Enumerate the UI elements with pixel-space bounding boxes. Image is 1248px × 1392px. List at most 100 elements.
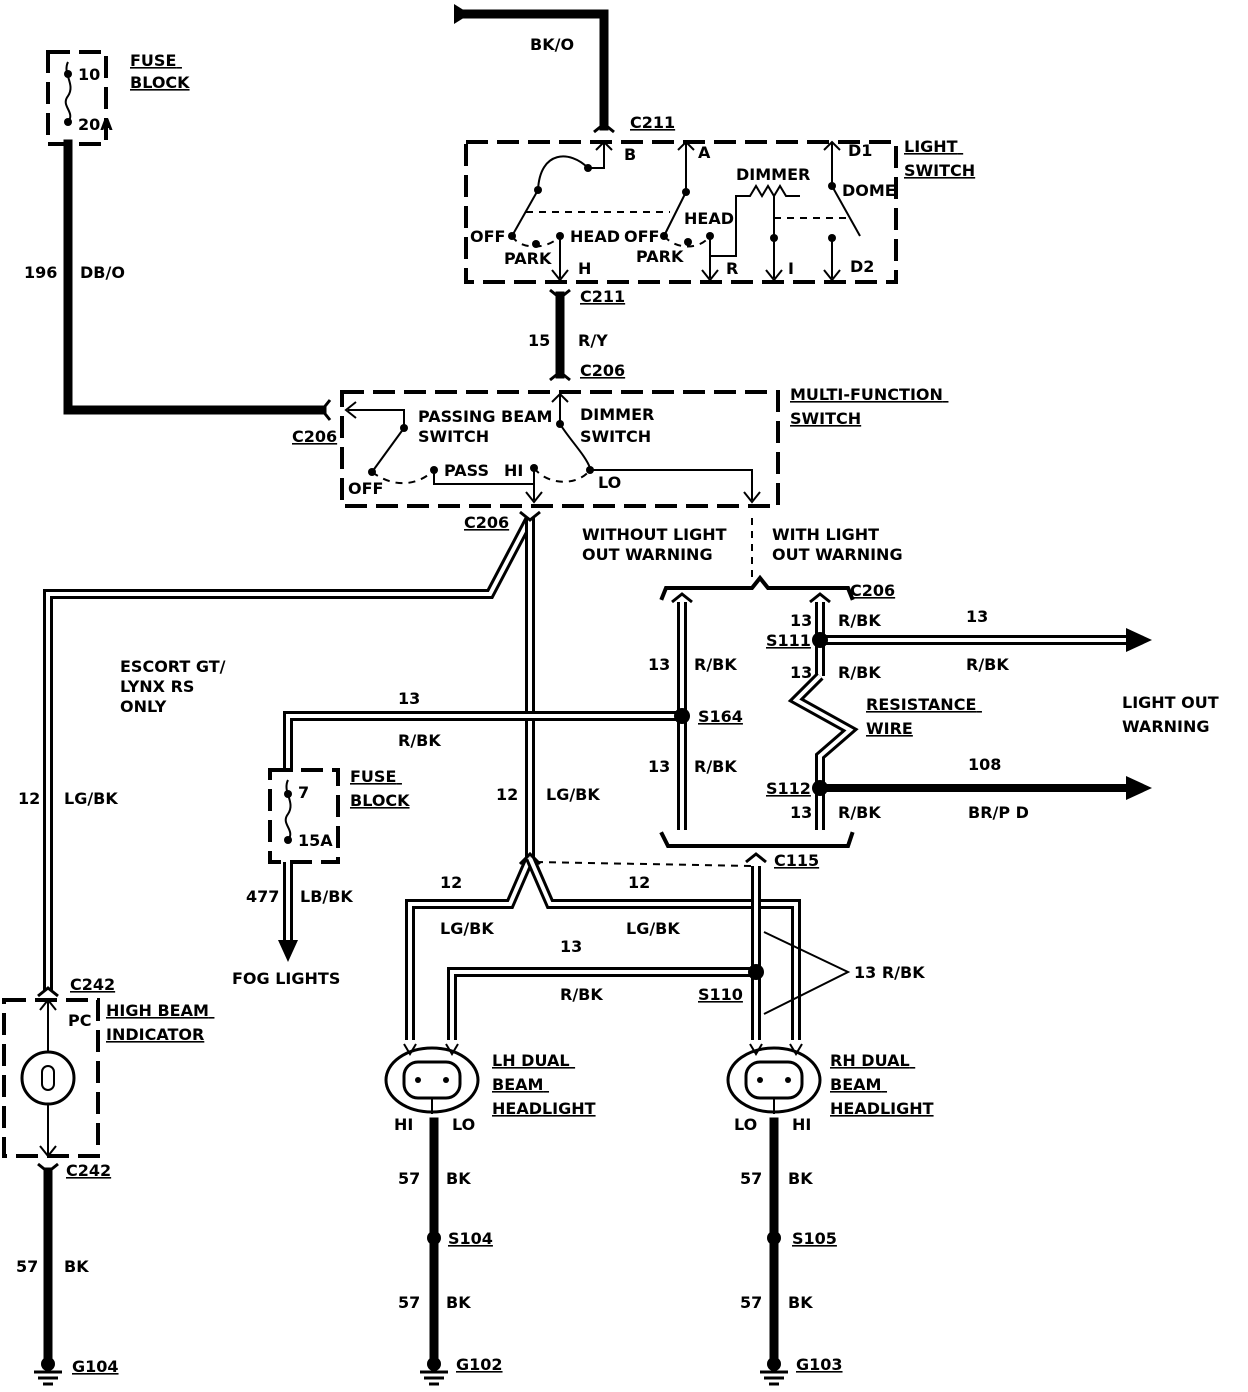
- wire-477-lb-bk: [278, 862, 298, 962]
- lh-hi: HI: [394, 1115, 413, 1134]
- rh-12: 12: [628, 873, 650, 892]
- lh-lgbk: LG/BK: [440, 919, 494, 938]
- bracket-bottom: [659, 831, 855, 848]
- ls-dome: DOME: [842, 181, 896, 200]
- connector-c211-top: C211: [630, 113, 675, 132]
- wire-196-db-o: [63, 139, 327, 415]
- connector-c206-left: C206: [292, 427, 337, 446]
- light-switch: [464, 140, 898, 284]
- g104: G104: [72, 1357, 119, 1376]
- s112-rbk: R/BK: [838, 803, 881, 822]
- fuse2-number: 7: [298, 783, 309, 802]
- note-with: WITH LIGHT OUT WARNING: [772, 525, 903, 564]
- hb-lgbk: LG/BK: [64, 789, 118, 808]
- multi-function-switch: [340, 390, 780, 508]
- g102: G102: [456, 1355, 503, 1374]
- w1-13: 13: [648, 655, 670, 674]
- fog-rbk: R/BK: [398, 731, 441, 750]
- mfs-dimmer: DIMMER SWITCH: [580, 405, 660, 446]
- ls-pos-head1: HEAD: [570, 227, 620, 246]
- connector-c206-top: C206: [580, 361, 625, 380]
- lo-13-label: 13: [560, 937, 582, 956]
- note-fog-lights: FOG LIGHTS: [232, 969, 340, 988]
- g2-57a: 57: [398, 1169, 420, 1188]
- bracket-top: [659, 574, 855, 601]
- callout-13-rbk: [763, 931, 851, 1015]
- g3-bkb: BK: [788, 1293, 813, 1312]
- light-switch-label: LIGHT SWITCH: [904, 137, 975, 180]
- ls-term-a: A: [698, 143, 711, 162]
- connector-c211-bottom: C211: [580, 287, 625, 306]
- rh-label: RH DUAL BEAM HEADLIGHT: [830, 1051, 934, 1118]
- g3-bka: BK: [788, 1169, 813, 1188]
- wire-13-r-bk: [283, 602, 1152, 1040]
- high-beam-indicator: [2, 998, 100, 1158]
- note-escort: ESCORT GT/ LYNX RS ONLY: [120, 657, 231, 716]
- lh-lo: LO: [452, 1115, 475, 1134]
- ls-pos-off2: OFF: [624, 227, 659, 246]
- ls-term-d1: D1: [848, 141, 872, 160]
- wire-196-circuit: 196: [24, 263, 57, 282]
- s111-rbk-top: R/BK: [838, 611, 881, 630]
- ls-dimmer: DIMMER: [736, 165, 810, 184]
- fuse1-label: FUSE BLOCK: [130, 51, 190, 92]
- connector-c206-right: C206: [850, 581, 895, 600]
- splice-s164: S164: [698, 707, 743, 726]
- connector-c206-bottom: C206: [464, 513, 509, 532]
- ls-term-h: H: [578, 259, 591, 278]
- g2-bka: BK: [446, 1169, 471, 1188]
- ls-pos-park1: PARK: [504, 249, 552, 268]
- splice-s105: S105: [792, 1229, 837, 1248]
- ls-term-i: I: [788, 259, 794, 278]
- lh-headlight: [384, 1043, 480, 1114]
- connector-c242-top: C242: [70, 975, 115, 994]
- connector-symbols: [37, 122, 831, 1174]
- dashed-link-2: [535, 861, 753, 867]
- rh-headlight: [726, 1043, 822, 1114]
- hb-12: 12: [18, 789, 40, 808]
- s111-13-bot: 13: [790, 663, 812, 682]
- ground-symbols: [34, 1357, 788, 1386]
- hbi-label: HIGH BEAM INDICATOR: [106, 1001, 214, 1044]
- splice-s111: S111: [766, 631, 811, 650]
- s111-13-top: 13: [790, 611, 812, 630]
- g3-57b: 57: [740, 1293, 762, 1312]
- lo-13: 13: [966, 607, 988, 626]
- wire-12-lg-bk: [43, 515, 801, 1040]
- splice-s104: S104: [448, 1229, 493, 1248]
- main-lgbk: LG/BK: [546, 785, 600, 804]
- lh-label: LH DUAL BEAM HEADLIGHT: [492, 1051, 596, 1118]
- ls-pos-head2: HEAD: [684, 209, 734, 228]
- ls-term-d2: D2: [850, 257, 874, 276]
- mfs-off: OFF: [348, 479, 383, 498]
- g2-bkb: BK: [446, 1293, 471, 1312]
- note-light-out: LIGHT OUT WARNING: [1122, 693, 1224, 736]
- lo-rbk: R/BK: [966, 655, 1009, 674]
- g103: G103: [796, 1355, 843, 1374]
- fuse-block-1: [46, 50, 108, 146]
- callout-13-rbk-label: 13 R/BK: [854, 963, 925, 982]
- hbi-pc: PC: [68, 1011, 91, 1030]
- wire-108-circuit: 108: [968, 755, 1001, 774]
- g2-57b: 57: [398, 1293, 420, 1312]
- resistance-wire-label: RESISTANCE WIRE: [866, 695, 982, 738]
- mfs-label: MULTI-FUNCTION SWITCH: [790, 385, 948, 428]
- ls-pos-park2: PARK: [636, 247, 684, 266]
- g3-57a: 57: [740, 1169, 762, 1188]
- ls-pos-off1: OFF: [470, 227, 505, 246]
- wire-15-color: R/Y: [578, 331, 608, 350]
- connector-c242-bottom: C242: [66, 1161, 111, 1180]
- wire-bko-label: BK/O: [530, 35, 574, 54]
- wire-57-bk: [43, 1117, 779, 1363]
- ls-term-r: R: [726, 259, 738, 278]
- lo-rbk-label: R/BK: [560, 985, 603, 1004]
- mfs-hi: HI: [504, 461, 523, 480]
- lh-12: 12: [440, 873, 462, 892]
- splice-dots: [427, 632, 828, 1245]
- rh-lo: LO: [734, 1115, 757, 1134]
- splice-s112: S112: [766, 779, 811, 798]
- resistance-wire-zigzag: [787, 672, 859, 788]
- fuse2-label: FUSE BLOCK: [350, 767, 410, 810]
- w2-13: 13: [648, 757, 670, 776]
